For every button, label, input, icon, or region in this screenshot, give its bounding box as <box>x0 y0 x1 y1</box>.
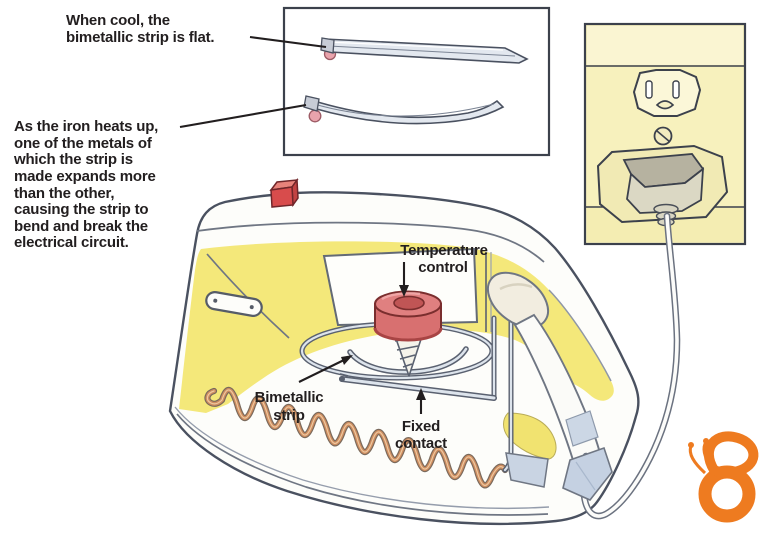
label-heats-up-line7: bend and break the <box>14 218 148 235</box>
arrowhead-temperature-control <box>399 285 409 297</box>
label-heats-up-line1: As the iron heats up, <box>14 118 158 135</box>
label-heats-up-line3: which the strip is <box>13 151 133 168</box>
callouts: When cool, the bimetallic strip is flat.… <box>13 12 488 452</box>
label-bimetallic-strip-line1: Bimetallic <box>255 389 324 406</box>
logo-wing <box>703 431 759 478</box>
rear-foot-shading <box>575 461 596 491</box>
red-button <box>269 177 299 208</box>
label-heats-up-line8: electrical circuit. <box>14 234 129 251</box>
upper-socket <box>632 69 702 117</box>
soleplate-rim-highlight <box>174 406 550 510</box>
rear-foot <box>562 446 613 501</box>
bent-bimetallic-strip <box>303 95 505 125</box>
label-fixed-contact-line1: Fixed <box>402 418 440 435</box>
socket-ground-hole <box>655 100 675 110</box>
nameplate <box>205 291 263 317</box>
rear-foot-left <box>505 452 549 488</box>
temperature-control-knob <box>373 290 443 342</box>
arrow-bimetallic-strip <box>298 359 345 383</box>
butterfly-logo <box>688 431 759 523</box>
heating-element <box>204 386 509 489</box>
label-heats-up-line2: one of the metals of <box>14 135 153 152</box>
arrowhead-fixed-contact <box>416 388 426 400</box>
socket-slot-right <box>672 80 680 99</box>
label-heats-up-line6: causing the strip to <box>14 201 148 218</box>
label-temperature-control-line1: Temperature <box>400 242 488 259</box>
handle <box>486 271 603 488</box>
label-fixed-contact-line2: contact <box>395 435 447 452</box>
label-when-cool-line2: bimetallic strip is flat. <box>66 29 214 46</box>
soleplate-rim <box>176 413 549 516</box>
logo-antenna-left <box>688 445 707 475</box>
top-band-line <box>196 221 545 263</box>
faceplate-screw <box>653 126 673 146</box>
label-heats-up-line5: than the other, <box>14 185 114 202</box>
strap-shading <box>565 410 599 447</box>
wall-outlet <box>583 22 747 246</box>
rivet <box>308 109 322 123</box>
label-heats-up-line4: made expands more <box>14 168 156 185</box>
socket-slot-left <box>645 80 653 99</box>
leader-heats-up <box>179 103 307 129</box>
label-bimetallic-strip-line2: strip <box>273 407 305 424</box>
plug <box>596 144 729 227</box>
fixed-contact-bar <box>339 373 497 401</box>
power-cord <box>562 212 681 520</box>
leader-when-cool <box>249 35 327 49</box>
label-temperature-control-line2: control <box>418 259 467 276</box>
plug-front-face <box>626 167 705 214</box>
label-when-cool-line1: When cool, the <box>66 12 170 29</box>
flat-bimetallic-strip <box>320 37 529 64</box>
inset-box-frame <box>282 6 551 157</box>
outlet-plate-top <box>587 26 743 65</box>
arrowhead-bimetallic-strip <box>341 355 353 365</box>
inset-strip-states-box <box>282 6 551 157</box>
iron-yellow-rear-patch <box>503 412 557 460</box>
